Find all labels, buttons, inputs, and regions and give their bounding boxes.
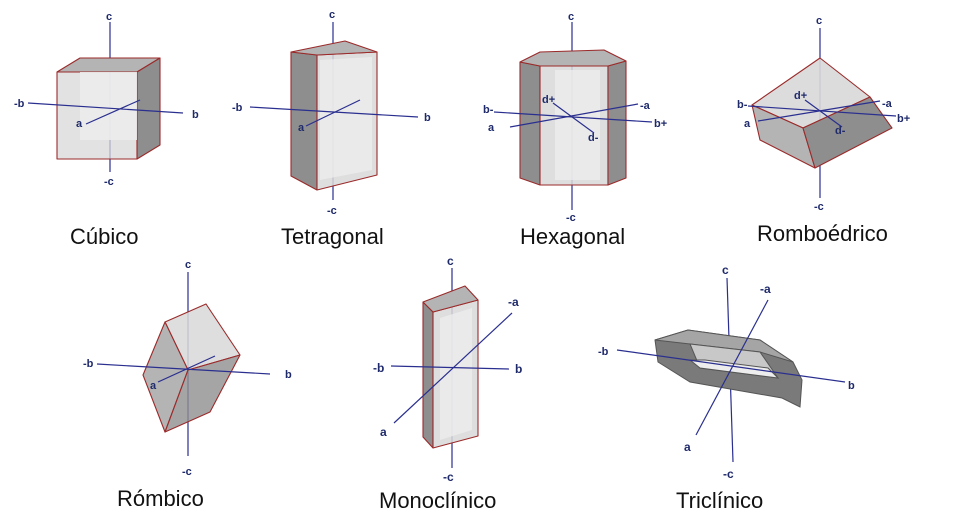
- hexagonal-right-face: [607, 60, 627, 186]
- orthorhombic-a-axis: [157, 355, 216, 383]
- monoclinic-a-axis: [393, 312, 513, 424]
- monoclinic-crystal: c -c -b b a -a: [373, 254, 522, 484]
- rhombohedral-b-minus-label: b-: [737, 99, 748, 111]
- monoclinic-inner-face: [440, 308, 472, 440]
- rhombohedral-neg-c-label: -c: [814, 201, 824, 213]
- hexagonal-d-axis: [552, 102, 595, 134]
- tetragonal-crystal: c -c -b b a: [232, 9, 431, 217]
- rhombohedral-a-axis: [757, 100, 881, 122]
- hexagonal-inner-face: [555, 70, 600, 180]
- rhombohedral-d-minus-label: d-: [835, 125, 846, 137]
- tetragonal-c-label: c: [329, 9, 335, 21]
- cubic-c-label: c: [106, 11, 112, 23]
- triclinic-title: Triclínico: [676, 488, 763, 513]
- orthorhombic-c-label: c: [185, 259, 191, 271]
- triclinic-b-axis: [616, 349, 846, 383]
- triclinic-crystal: c -c -b b a -a: [598, 263, 855, 481]
- monoclinic-b-label: b: [515, 362, 522, 376]
- monoclinic-top-face: [422, 285, 479, 313]
- hexagonal-crystal: c -c b- b+ a -a d+ d-: [483, 11, 667, 224]
- orthorhombic-title: Rómbico: [117, 486, 204, 511]
- orthorhombic-neg-c-label: -c: [182, 466, 192, 478]
- hexagonal-b-minus-label: b-: [483, 104, 494, 116]
- triclinic-neg-a-label: -a: [760, 282, 771, 296]
- monoclinic-c-label: c: [447, 254, 454, 268]
- tetragonal-title: Tetragonal: [281, 224, 384, 249]
- rhombohedral-neg-a-label: -a: [882, 98, 893, 110]
- monoclinic-left-face: [422, 301, 434, 449]
- tetragonal-a-label: a: [298, 122, 305, 134]
- tetragonal-inner-face: [320, 57, 372, 180]
- cubic-b-label: b: [192, 109, 199, 121]
- triclinic-ledge-face: [688, 359, 780, 379]
- rhombohedral-c-label: c: [816, 15, 822, 27]
- hexagonal-top-face: [519, 49, 627, 67]
- rhombohedral-d-plus-label: d+: [794, 90, 807, 102]
- tetragonal-neg-b-label: -b: [232, 102, 243, 114]
- tetragonal-neg-c-label: -c: [327, 205, 337, 217]
- monoclinic-neg-b-label: -b: [373, 361, 384, 375]
- hexagonal-a-axis: [509, 103, 639, 128]
- hexagonal-neg-a-label: -a: [640, 100, 651, 112]
- cubic-a-axis: [85, 99, 141, 125]
- orthorhombic-neg-b-label: -b: [83, 358, 94, 370]
- cubic-title: Cúbico: [70, 224, 138, 249]
- tetragonal-left-face: [290, 51, 318, 191]
- rhombohedral-d-axis: [804, 99, 843, 128]
- orthorhombic-b-label: b: [285, 369, 292, 381]
- hexagonal-a-label: a: [488, 122, 495, 134]
- cubic-right-face: [136, 57, 161, 160]
- triclinic-neg-c-label: -c: [723, 467, 734, 481]
- monoclinic-a-label: a: [380, 425, 387, 439]
- monoclinic-title: Monoclínico: [379, 488, 496, 513]
- hexagonal-title: Hexagonal: [520, 224, 625, 249]
- monoclinic-b-axis: [390, 365, 510, 370]
- monoclinic-neg-c-label: -c: [443, 470, 454, 484]
- tetragonal-top-face: [290, 40, 378, 56]
- rhombohedral-a-label: a: [744, 118, 751, 130]
- hexagonal-c-label: c: [568, 11, 574, 23]
- cubic-neg-c-label: -c: [104, 176, 114, 188]
- hexagonal-d-plus-label: d+: [542, 94, 555, 106]
- orthorhombic-right-face: [164, 354, 241, 433]
- monoclinic-neg-a-label: -a: [508, 295, 519, 309]
- rhombohedral-title: Romboédrico: [757, 221, 888, 246]
- orthorhombic-crystal: c -c -b b a: [83, 259, 292, 478]
- hexagonal-d-minus-label: d-: [588, 132, 599, 144]
- triclinic-neg-b-label: -b: [598, 346, 609, 358]
- hexagonal-neg-c-label: -c: [566, 212, 576, 224]
- orthorhombic-a-label: a: [150, 380, 157, 392]
- cubic-inner-face: [80, 72, 137, 140]
- cubic-b-axis: [27, 102, 184, 114]
- tetragonal-a-axis: [305, 99, 361, 127]
- rhombohedral-crystal: c -c b- b+ a -a d+ d-: [737, 15, 910, 213]
- cubic-a-label: a: [76, 118, 83, 130]
- cubic-crystal: c -c -b b a: [14, 11, 199, 188]
- cubic-neg-b-label: -b: [14, 98, 25, 110]
- triclinic-c-label: c: [722, 263, 729, 277]
- triclinic-b-label: b: [848, 380, 855, 392]
- triclinic-a-axis: [695, 299, 769, 436]
- triclinic-a-label: a: [684, 440, 691, 454]
- rhombohedral-b-plus-label: b+: [897, 113, 910, 125]
- orthorhombic-b-axis: [96, 363, 271, 375]
- tetragonal-b-label: b: [424, 112, 431, 124]
- hexagonal-b-plus-label: b+: [654, 118, 667, 130]
